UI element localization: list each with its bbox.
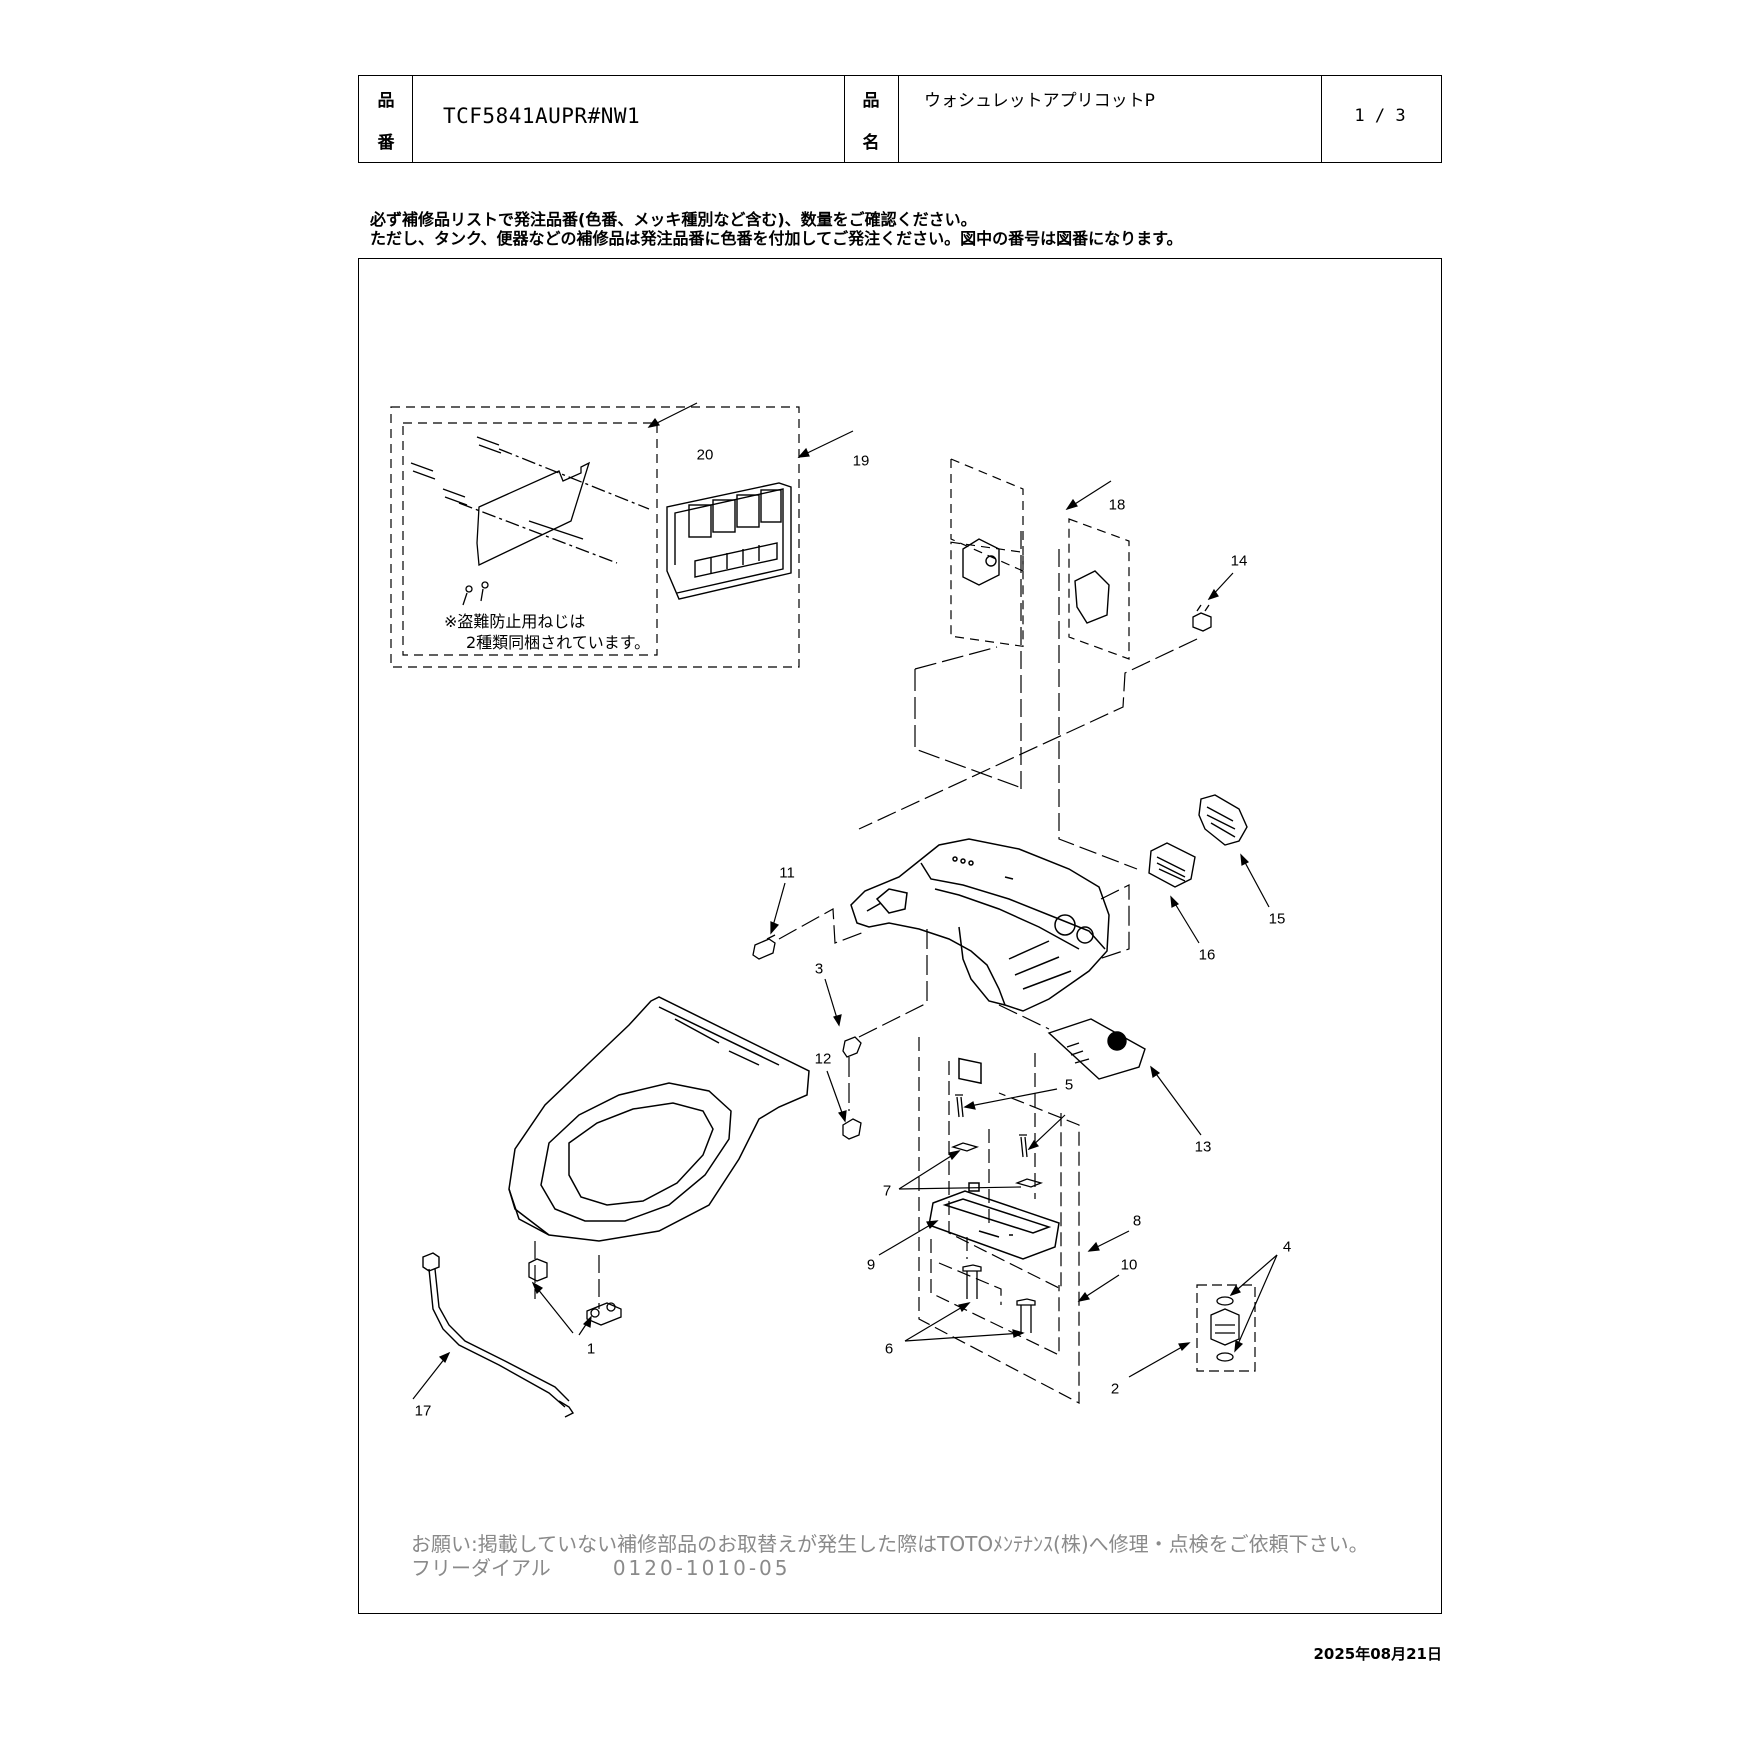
callout-6: 6 xyxy=(884,1340,894,1358)
part-number: TCF5841AUPR#NW1 xyxy=(443,104,641,128)
product-name-label-top: 品 xyxy=(862,91,880,111)
wall-bracket-plate xyxy=(476,461,591,566)
deodorizer-filter xyxy=(1148,842,1196,888)
toilet-seat xyxy=(508,996,810,1242)
anti-theft-screw-note-line-1: ※盗難防止用ねじは xyxy=(444,612,586,631)
callout-20: 20 xyxy=(696,446,714,464)
callout-11: 11 xyxy=(779,864,795,882)
page-number: 1 / 3 xyxy=(1354,106,1406,126)
hinge-clip xyxy=(1192,604,1212,632)
connector xyxy=(752,934,776,960)
product-name-label-bottom: 名 xyxy=(862,133,880,153)
order-note-line-2: ただし、タンク、便器などの補修品は発注品番に色番を付加してご発注ください。図中の… xyxy=(370,229,1183,248)
anchor-bolts xyxy=(962,1264,1036,1333)
callout-19: 19 xyxy=(852,452,870,470)
sensor-cover xyxy=(962,538,1110,624)
part-number-label-bottom: 番 xyxy=(377,133,395,153)
free-dial-number: 0120-1010-05 xyxy=(612,1556,791,1580)
callout-7: 7 xyxy=(882,1182,892,1200)
product-name: ウォシュレットアプリコットP xyxy=(924,91,1155,111)
seat-buffers xyxy=(528,1258,622,1326)
strainer-valve xyxy=(1210,1296,1240,1362)
order-note-line-1: 必ず補修品リストで発注品番(色番、メッキ種別など含む)、数量をご確認ください。 xyxy=(370,210,977,229)
valve-kit-box xyxy=(1196,1284,1256,1372)
callout-1: 1 xyxy=(586,1340,596,1358)
callout-14: 14 xyxy=(1230,552,1248,570)
callout-15: 15 xyxy=(1268,910,1286,928)
diagram-drawing xyxy=(390,402,1278,1418)
maintenance-request-line-1: お願い:掲載していない補修部品のお取替えが発生した際はTOTOﾒﾝﾃﾅﾝｽ(株)… xyxy=(411,1532,1369,1556)
callout-17: 17 xyxy=(414,1402,432,1420)
callout-16: 16 xyxy=(1198,946,1216,964)
anti-theft-screw-note-line-2: 2種類同梱されています。 xyxy=(466,633,651,652)
remote-control xyxy=(666,482,792,600)
exploded-diagram: 1 2 3 4 5 6 7 8 9 10 11 12 13 14 15 16 1… xyxy=(358,258,1442,1614)
mounting-screws xyxy=(955,1094,1028,1158)
callout-4: 4 xyxy=(1282,1238,1292,1256)
anti-theft-screw-note: ※盗難防止用ねじは 2種類同梱されています。 xyxy=(444,611,650,653)
callout-13: 13 xyxy=(1194,1138,1212,1156)
callout-3: 3 xyxy=(814,960,824,978)
callout-10: 10 xyxy=(1120,1256,1138,1274)
maintenance-request: お願い:掲載していない補修部品のお取替えが発生した際はTOTOﾒﾝﾃﾅﾝｽ(株)… xyxy=(411,1532,1369,1580)
callout-9: 9 xyxy=(866,1256,876,1274)
anchor-pins xyxy=(410,436,650,606)
header-table: 品 番 TCF5841AUPR#NW1 品 名 ウォシュレットアプリコットP 1… xyxy=(358,75,1442,163)
callout-8: 8 xyxy=(1132,1212,1142,1230)
callout-2: 2 xyxy=(1110,1380,1120,1398)
issue-date: 2025年08月21日 xyxy=(1313,1645,1443,1663)
free-dial-label: フリーダイアル xyxy=(411,1556,551,1580)
main-body-unit xyxy=(850,838,1110,1085)
nut-plates xyxy=(950,1142,1044,1188)
side-panel xyxy=(1047,1018,1146,1080)
clip-part-3 xyxy=(842,1036,862,1058)
callout-12: 12 xyxy=(814,1050,832,1068)
order-notes: 必ず補修品リストで発注品番(色番、メッキ種別など含む)、数量をご確認ください。 … xyxy=(370,210,1182,248)
supply-hose xyxy=(422,1252,575,1418)
part-number-label-top: 品 xyxy=(377,91,395,111)
clip-part-12 xyxy=(842,1118,862,1140)
bracket-kit-inner-box xyxy=(402,422,658,656)
remote-kit-outer-box xyxy=(390,406,800,668)
callout-18: 18 xyxy=(1108,496,1126,514)
callout-5: 5 xyxy=(1064,1076,1074,1094)
rear-grille xyxy=(1198,794,1248,846)
